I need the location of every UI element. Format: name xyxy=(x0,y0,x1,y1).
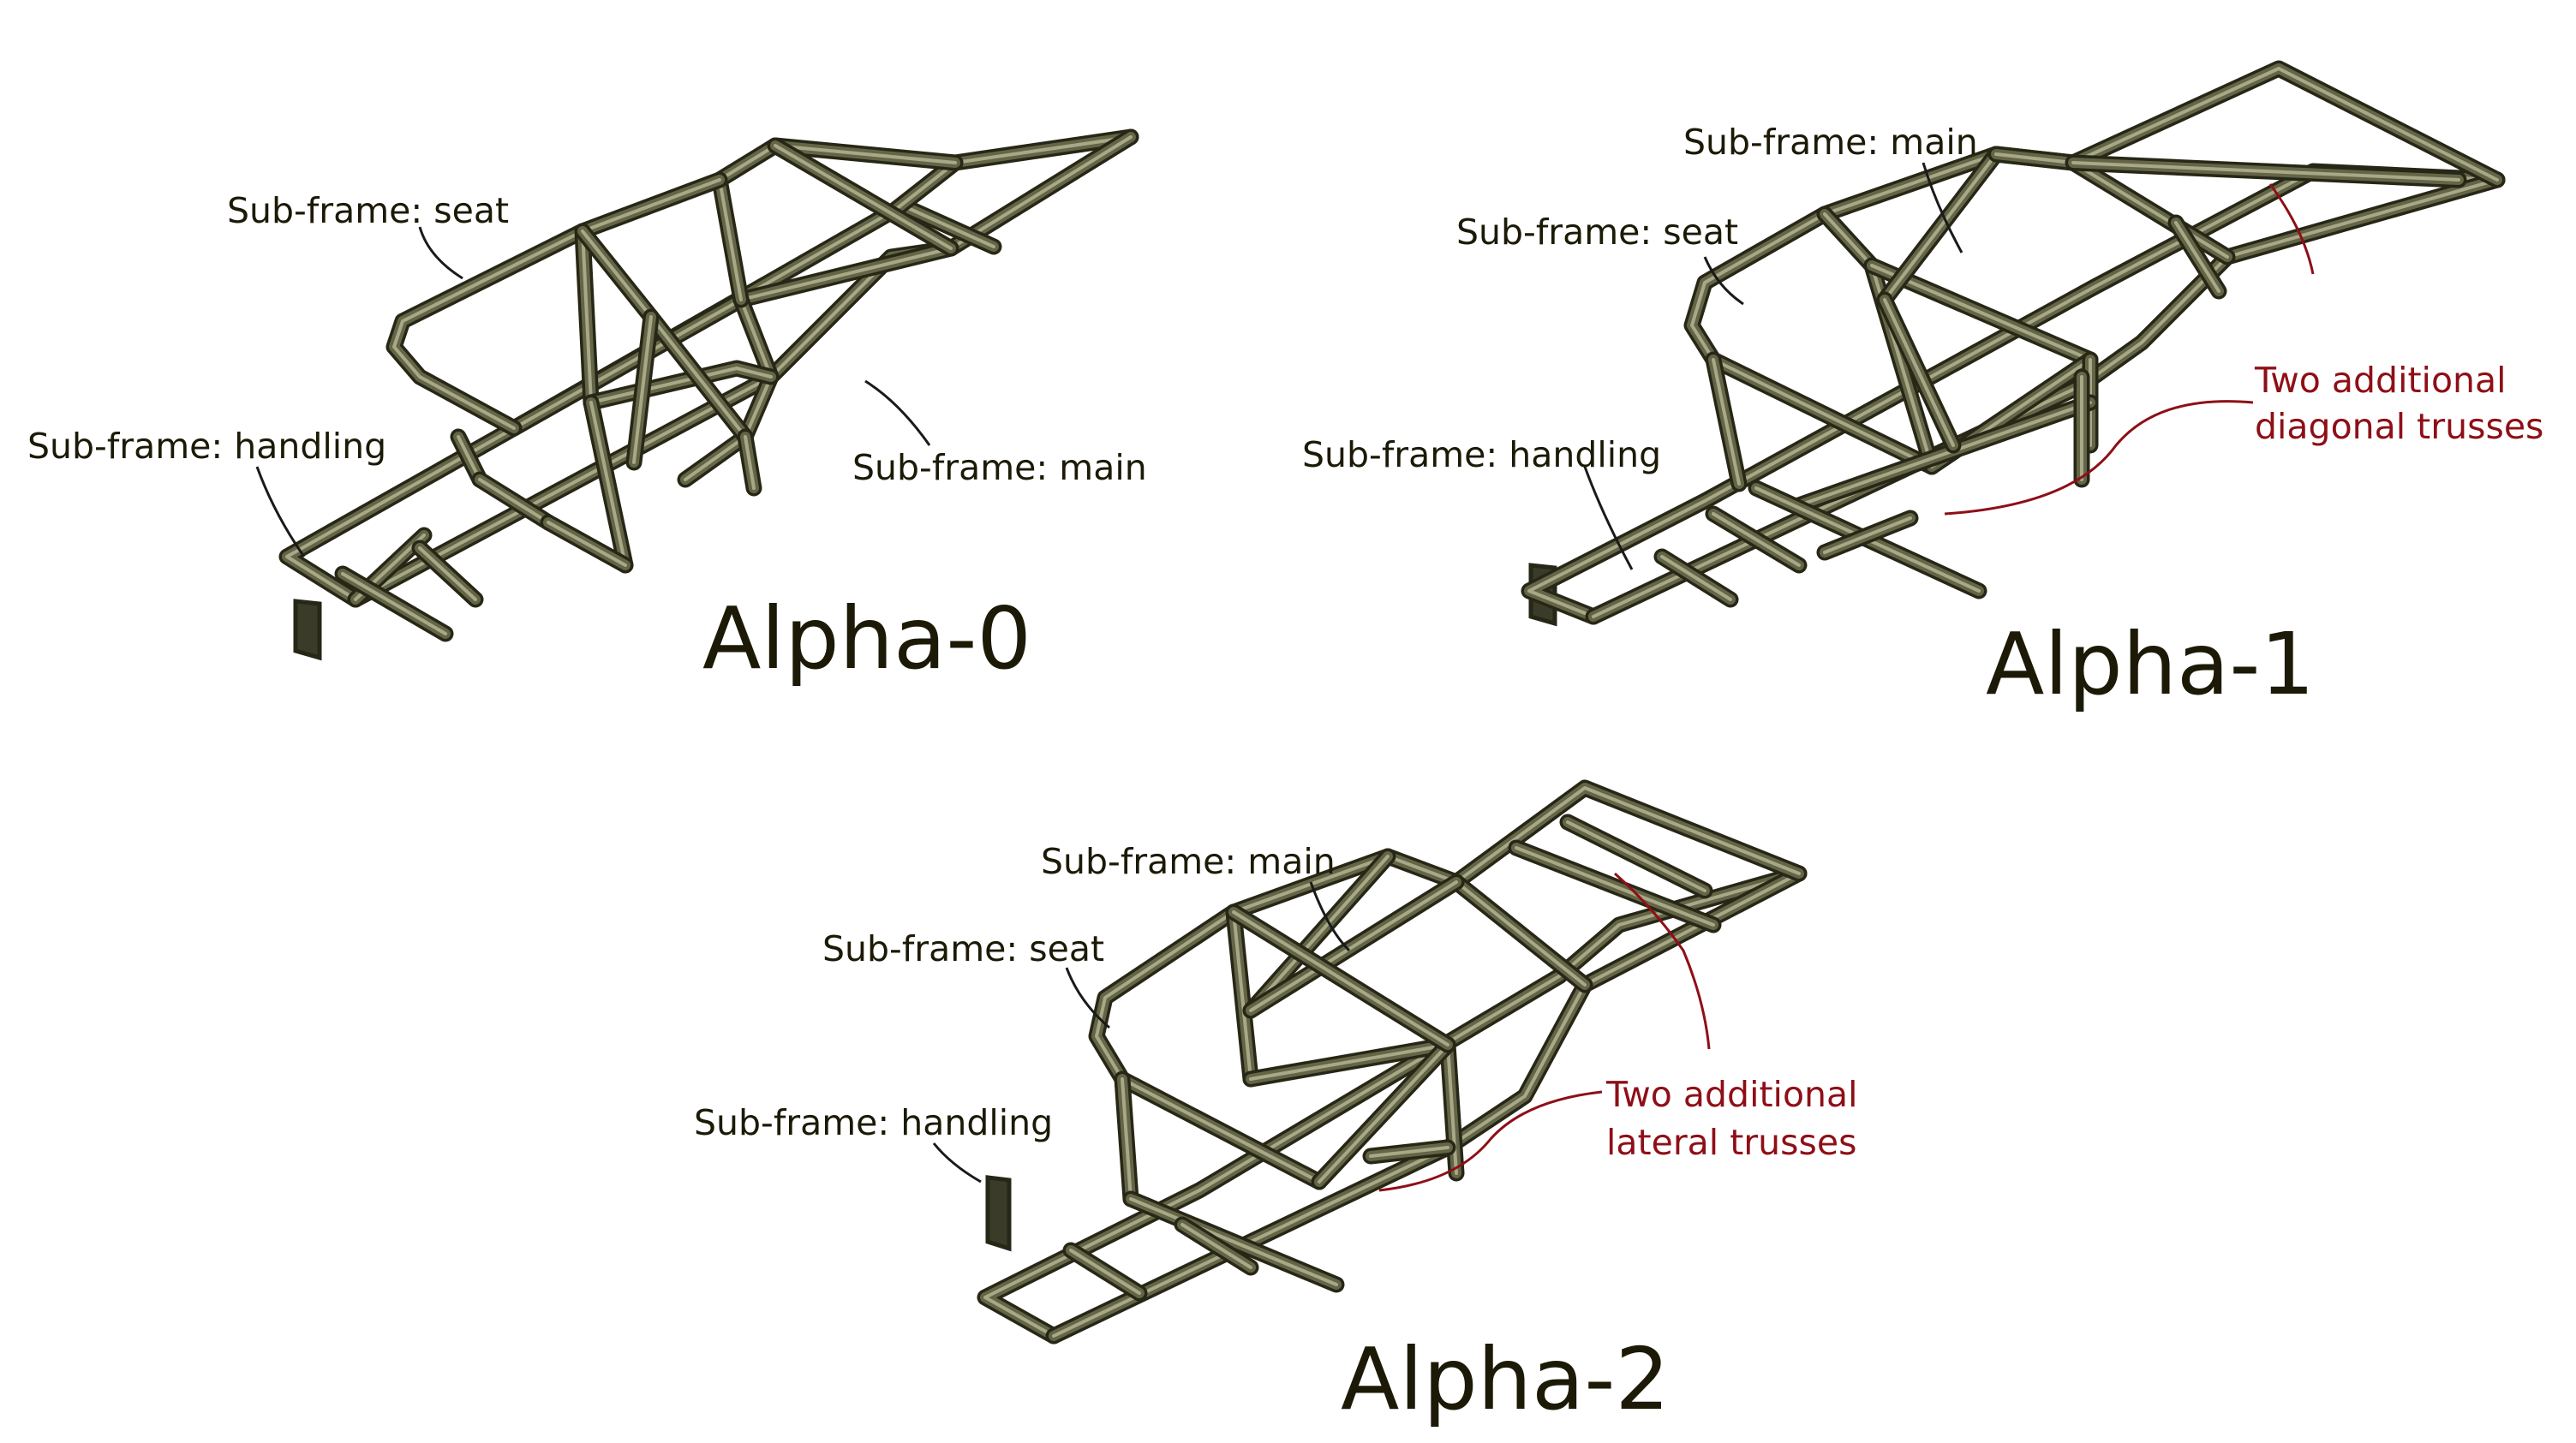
tube-2-17 xyxy=(1062,1242,1148,1302)
tube-1-16 xyxy=(2065,154,2467,188)
tube-0-9 xyxy=(574,223,600,411)
tube-2-8 xyxy=(1311,1036,1456,1190)
tube-1-2 xyxy=(2065,60,2506,188)
alpha-0-title: Alpha-0 xyxy=(702,588,1031,689)
tube-0-20 xyxy=(334,565,454,642)
tube-1-8 xyxy=(1705,351,1748,492)
tube-0-6 xyxy=(711,137,964,308)
tube-0-12 xyxy=(643,308,754,445)
tube-2-6 xyxy=(1242,1036,1456,1088)
alpha-2-main-label: Sub-frame: main xyxy=(1041,841,1336,882)
tube-1-11 xyxy=(2167,214,2227,300)
tube-2-10 xyxy=(1242,848,1396,1019)
tube-2-2 xyxy=(1448,779,1808,891)
tube-0-21 xyxy=(471,471,557,531)
tube-0-19 xyxy=(411,540,484,608)
tube-0-11 xyxy=(574,223,660,325)
alpha-1-highlight-leader-b xyxy=(1944,400,2254,516)
tube-2-7 xyxy=(1439,1036,1465,1182)
tube-1-14 xyxy=(1816,510,1919,561)
alpha-2-title: Alpha-2 xyxy=(1341,1329,1670,1429)
alpha-0-seat-leader xyxy=(418,226,463,280)
tube-1-10 xyxy=(1876,146,2005,308)
tube-1-19 xyxy=(1705,505,1808,574)
tube-0-15 xyxy=(767,137,959,257)
alpha-1-frame xyxy=(1521,60,2506,627)
alpha-1-main-leader xyxy=(1922,162,1963,253)
tube-2-0 xyxy=(977,865,1808,1345)
alpha-2-highlight-leader-a xyxy=(1614,872,1711,1050)
alpha-2-handling-leader xyxy=(932,1142,982,1184)
tube-2-16 xyxy=(1122,1190,1345,1293)
alpha-2-seat-label: Sub-frame: seat xyxy=(822,928,1104,969)
tube-2-15 xyxy=(1362,1139,1456,1165)
tube-0-13 xyxy=(583,394,634,574)
alpha-1-handling-label: Sub-frame: handling xyxy=(1302,434,1661,475)
alpha-2-frame xyxy=(977,779,1808,1345)
alpha-0-labels: Sub-frame: seat Sub-frame: handling Sub-… xyxy=(27,190,1147,689)
alpha-1-highlight-leader-a xyxy=(2268,183,2315,275)
alpha-2-main-leader xyxy=(1309,881,1351,952)
tube-2-3 xyxy=(1448,874,1593,993)
alpha-1-title: Alpha-1 xyxy=(1986,614,2315,714)
alpha-0-frame xyxy=(278,128,1139,661)
tube-1-18 xyxy=(1653,548,1739,608)
alpha-1-handling-leader xyxy=(1583,466,1634,570)
tube-0-3 xyxy=(887,154,964,218)
alpha-2-highlight-line-2: lateral trusses xyxy=(1606,1122,1856,1163)
tube-2-11 xyxy=(1242,874,1465,1019)
alpha-1-seat-leader xyxy=(1703,256,1744,306)
tube-2-12 xyxy=(1559,814,1713,899)
tube-0-16 xyxy=(625,308,660,471)
tube-1-12 xyxy=(1790,394,2099,514)
tube-0-2 xyxy=(900,200,1002,255)
alpha-1-labels: Sub-frame: main Sub-frame: seat Sub-fram… xyxy=(1302,122,2543,714)
alpha-0-main-leader xyxy=(864,379,931,446)
alpha-0-seat-label: Sub-frame: seat xyxy=(227,190,509,231)
tube-2-13 xyxy=(1508,839,1722,933)
tube-0-8 xyxy=(386,171,728,437)
tube-2-5 xyxy=(1225,903,1259,1088)
alpha-0-handling-label: Sub-frame: handling xyxy=(27,426,386,467)
tube-1-15 xyxy=(1987,146,2082,171)
alpha-1-highlight-line-2: diagonal trusses xyxy=(2255,406,2543,447)
alpha-2-seat-leader xyxy=(1065,967,1110,1029)
tube-1-17 xyxy=(1876,291,1962,454)
alpha-2-handling-label: Sub-frame: handling xyxy=(694,1102,1053,1143)
tube-2-18 xyxy=(1174,1216,1259,1276)
alpha-0-handling-leader xyxy=(255,466,306,558)
alpha-0-main-label: Sub-frame: main xyxy=(852,447,1147,488)
alpha-1-highlight-line-1: Two additional xyxy=(2254,360,2507,401)
tube-0-5 xyxy=(732,291,780,385)
tube-2-14 xyxy=(1225,903,1456,1053)
alpha-2-highlight-leader-b xyxy=(1378,1090,1603,1192)
tube-1-3 xyxy=(2065,154,2236,265)
alpha-1-seat-label: Sub-frame: seat xyxy=(1456,212,1738,253)
tube-0-14 xyxy=(737,428,762,497)
alpha-2-labels: Sub-frame: main Sub-frame: seat Sub-fram… xyxy=(694,841,1858,1429)
tube-2-9 xyxy=(1114,1070,1139,1207)
alpha-2-highlight-line-1: Two additional xyxy=(1605,1074,1858,1115)
alpha-1-main-label: Sub-frame: main xyxy=(1683,122,1978,163)
tube-2-1 xyxy=(1045,865,1808,1345)
tube-0-22 xyxy=(540,514,634,574)
